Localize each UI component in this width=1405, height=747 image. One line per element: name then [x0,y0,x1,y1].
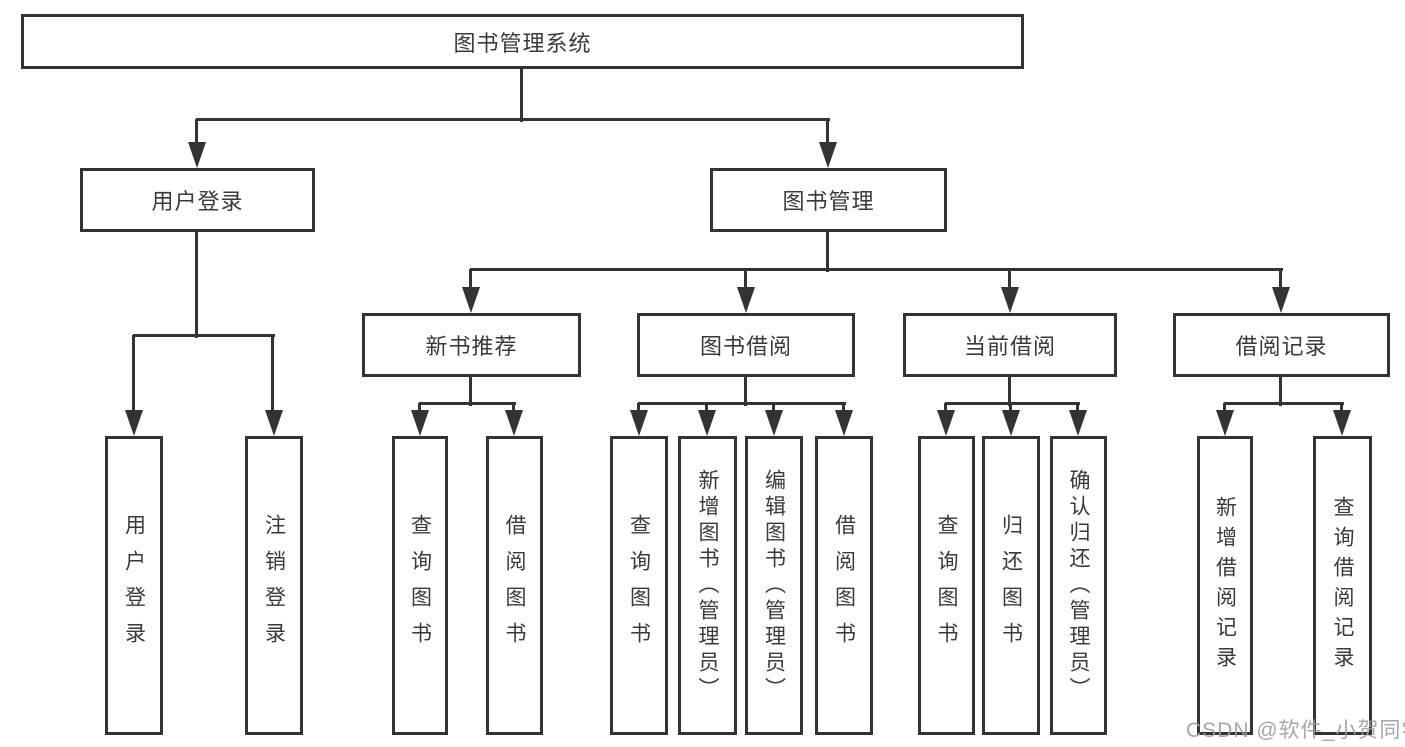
arrowhead-down-icon [265,410,283,436]
node-leaf-borrow-books-2: 借阅图书 [815,436,873,735]
arrowhead-down-icon [1333,410,1351,436]
node-current-borrow-label: 当前借阅 [963,334,1056,359]
node-book-borrow: 图书借阅 [637,313,855,377]
node-leaf-confirm-return-admin: 确认归还（管理员） [1050,436,1107,735]
connector-line-vertical [469,269,472,291]
node-leaf-borrow-books-2-label: 借阅图书 [832,513,856,658]
connector-line-vertical [744,377,747,406]
arrowhead-down-icon [1216,410,1234,436]
node-leaf-query-borrow-record: 查询借阅记录 [1313,436,1372,735]
node-leaf-query-books-1-label: 查询图书 [408,513,432,658]
arrowhead-down-icon [698,410,716,436]
arrowhead-down-icon [462,287,480,313]
csdn-watermark: CSDN @软件_小贺同学 [1186,719,1405,742]
connector-line-vertical [1009,403,1012,414]
node-root: 图书管理系统 [21,14,1024,69]
connector-line-vertical [271,335,274,414]
connector-line-vertical [1223,403,1226,414]
node-leaf-return-book: 归还图书 [982,436,1040,735]
node-leaf-query-books-3: 查询图书 [918,436,975,735]
node-leaf-add-borrow-record-label: 新增借阅记录 [1213,495,1237,676]
arrowhead-down-icon [188,142,206,168]
node-borrow-record-label: 借阅记录 [1235,334,1328,359]
node-leaf-return-book-label: 归还图书 [999,513,1023,658]
connector-line-vertical [1008,269,1011,291]
connector-line-vertical [418,403,421,414]
arrowhead-down-icon [125,410,143,436]
node-book-management-label: 图书管理 [782,189,875,214]
node-leaf-query-books-2: 查询图书 [610,436,668,735]
arrowhead-down-icon [1272,287,1290,313]
node-borrow-record: 借阅记录 [1173,313,1390,377]
arrowhead-down-icon [819,142,837,168]
connector-line-vertical [512,403,515,414]
connector-line-horizontal [133,334,275,337]
node-leaf-query-books-2-label: 查询图书 [627,513,651,658]
arrowhead-down-icon [630,410,648,436]
connector-line-vertical [132,335,135,414]
arrowhead-down-icon [1069,410,1087,436]
node-leaf-add-borrow-record: 新增借阅记录 [1197,436,1253,735]
connector-line-horizontal [470,268,1283,271]
connector-line-vertical [1076,403,1079,414]
node-current-borrow: 当前借阅 [903,313,1117,377]
node-new-book-recommend: 新书推荐 [362,313,581,377]
node-leaf-user-login: 用户登录 [105,436,163,735]
node-leaf-add-book-admin-label: 新增图书（管理员） [696,468,719,703]
connector-line-horizontal [196,118,830,121]
node-user-login-label: 用户登录 [151,189,244,214]
node-leaf-confirm-return-admin-label: 确认归还（管理员） [1067,468,1090,703]
connector-line-vertical [520,69,523,122]
connector-line-vertical [1279,377,1282,406]
node-book-borrow-label: 图书借阅 [699,334,792,359]
node-leaf-logout: 注销登录 [245,436,303,735]
connector-line-vertical [195,232,198,338]
connector-line-vertical [826,232,829,272]
arrowhead-down-icon [1002,410,1020,436]
node-new-book-recommend-label: 新书推荐 [425,334,518,359]
connector-line-vertical [1279,269,1282,291]
node-leaf-edit-book-admin-label: 编辑图书（管理员） [762,468,786,703]
connector-line-vertical [842,403,845,414]
connector-line-horizontal [945,402,1080,405]
node-leaf-query-books-1: 查询图书 [392,436,448,735]
connector-line-vertical [1340,403,1343,414]
node-leaf-add-book-admin: 新增图书（管理员） [678,436,737,735]
node-user-login: 用户登录 [80,168,315,232]
connector-line-vertical [744,269,747,291]
connector-line-horizontal [419,402,516,405]
arrowhead-down-icon [411,410,429,436]
arrowhead-down-icon [737,287,755,313]
arrowhead-down-icon [835,410,853,436]
arrowhead-down-icon [1001,287,1019,313]
connector-line-vertical [772,403,775,414]
connector-line-vertical [705,403,708,414]
connector-line-vertical [826,119,829,146]
connector-line-vertical [944,403,947,414]
connector-line-vertical [637,403,640,414]
arrowhead-down-icon [505,410,523,436]
arrowhead-down-icon [937,410,955,436]
node-leaf-borrow-books-1: 借阅图书 [486,436,543,735]
node-leaf-logout-label: 注销登录 [262,513,286,658]
node-leaf-borrow-books-1-label: 借阅图书 [503,513,526,658]
node-leaf-edit-book-admin: 编辑图书（管理员） [745,436,803,735]
connector-line-vertical [469,377,472,406]
connector-line-horizontal [638,402,846,405]
node-book-management: 图书管理 [710,168,947,232]
arrowhead-down-icon [765,410,783,436]
node-leaf-user-login-label: 用户登录 [122,513,146,658]
node-root-label: 图书管理系统 [453,30,592,56]
connector-line-vertical [195,119,198,146]
connector-line-horizontal [1224,402,1344,405]
connector-line-vertical [1008,375,1011,406]
node-leaf-query-books-3-label: 查询图书 [935,513,958,658]
node-leaf-query-borrow-record-label: 查询借阅记录 [1331,495,1354,676]
